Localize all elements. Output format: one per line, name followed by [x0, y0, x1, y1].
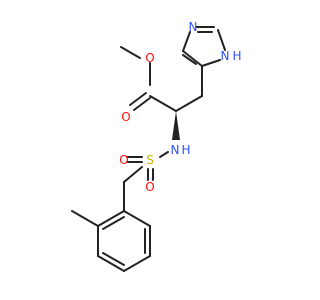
bond-bz-3-4 — [123, 255, 151, 272]
bond-alpha-ch2 — [175, 95, 203, 112]
atom-imidazole-nitrogen: N — [189, 20, 198, 34]
atom-sulfur: S — [146, 153, 154, 167]
bond-imid-c5-n3 — [182, 31, 191, 52]
bond-carbonyl-alpha — [149, 95, 177, 112]
bond-n-s — [159, 151, 169, 158]
atom-labels: O O N H S O O N N H — [119, 20, 241, 194]
atom-imidazole-nh-hydrogen: H — [232, 49, 241, 63]
bond-bz-6-1 — [97, 210, 125, 227]
atom-amide-hydrogen: H — [181, 143, 190, 157]
bond-carbonyl-double-2 — [129, 92, 147, 106]
bond-imid-n1-c4 — [201, 59, 221, 67]
bond-carbonyl-double-1 — [133, 97, 151, 111]
atom-sulfonyl-oxygen-right: O — [145, 180, 154, 194]
bond-bz-methyl — [71, 210, 99, 227]
bond-imid-c4-c5 — [182, 50, 203, 67]
bond-bz-1-2 — [123, 210, 151, 227]
bond-s-ch2 — [123, 166, 143, 183]
bonds — [71, 26, 226, 272]
bond-bz-4-5-inner — [102, 252, 125, 266]
atom-ester-oxygen: O — [145, 51, 154, 65]
molecule-structure: O O N H S O O N N H — [71, 20, 242, 272]
atom-imidazole-nh-nitrogen: N — [221, 49, 230, 63]
bond-imid-c4-c5-inner — [182, 54, 197, 65]
atom-amide-nitrogen: N — [171, 143, 180, 157]
bond-bz-4-5 — [97, 255, 125, 272]
bond-imid-c2-n1 — [217, 29, 226, 51]
atom-sulfonyl-oxygen-left: O — [119, 153, 128, 167]
bond-bz-6-1-inner — [102, 216, 125, 230]
bond-alpha-n-wedge — [172, 111, 180, 140]
atom-carbonyl-oxygen: O — [121, 110, 130, 124]
bond-methyl-ester-o — [120, 46, 141, 59]
